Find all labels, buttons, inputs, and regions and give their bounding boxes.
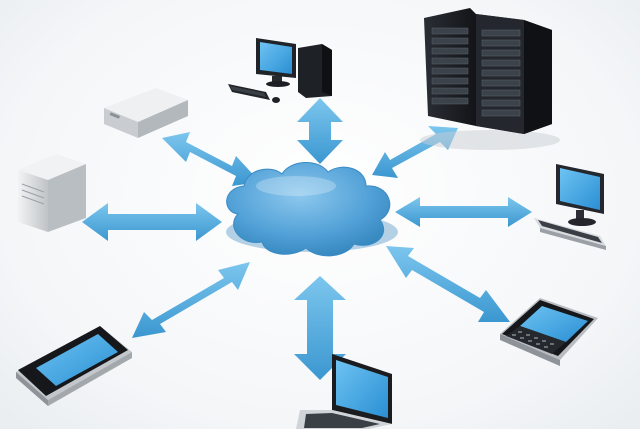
qwerty-phone-icon xyxy=(500,298,598,366)
desktop-computer-icon xyxy=(228,38,332,103)
arrow-to-smartphone xyxy=(132,262,250,338)
smartphone-icon xyxy=(16,326,132,406)
arrow-to-desktop xyxy=(297,98,343,164)
monitor-keyboard-icon xyxy=(534,164,606,250)
tower-server-icon xyxy=(18,154,86,232)
arrow-to-laptop xyxy=(294,276,346,380)
cloud-icon xyxy=(226,162,398,257)
arrow-to-qwerty-phone xyxy=(386,246,510,322)
arrow-to-tower-server xyxy=(82,203,222,241)
arrow-to-monitor-keyboard xyxy=(395,197,532,227)
server-rack-icon xyxy=(420,8,560,150)
laptop-icon xyxy=(296,354,392,429)
arrow-to-flat-server xyxy=(162,132,260,186)
flat-server-icon xyxy=(104,88,188,138)
